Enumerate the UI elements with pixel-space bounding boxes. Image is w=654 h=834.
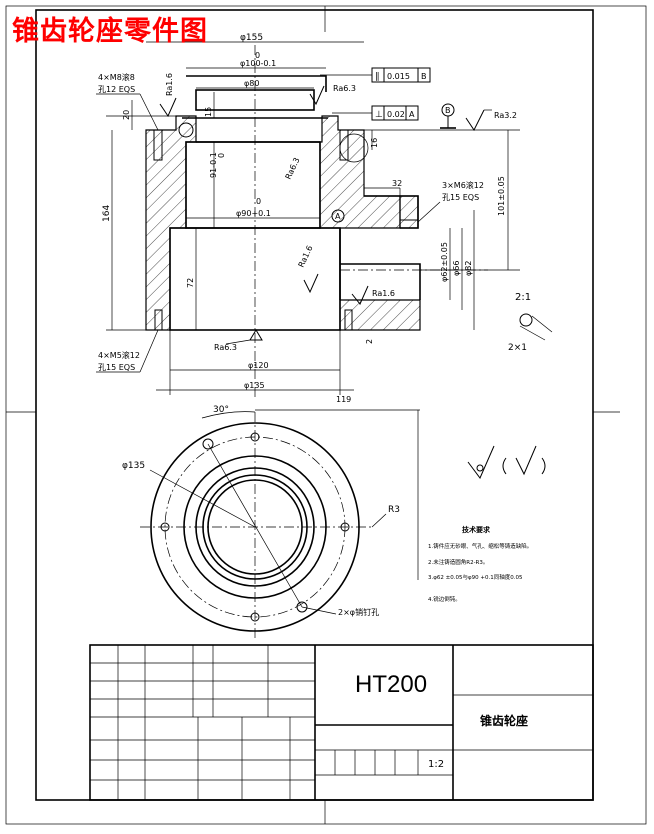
dim-164: 164 bbox=[102, 205, 112, 222]
dim-135-bottom: φ135 bbox=[244, 381, 265, 390]
dim-82: φ82 bbox=[464, 261, 473, 276]
note-holes-side-1: 3×M6滚12 bbox=[442, 180, 484, 190]
dim-90: φ90+0.1 bbox=[236, 209, 271, 218]
roughness-icon-1 bbox=[159, 97, 177, 118]
datum-b: B bbox=[445, 106, 451, 115]
dim-101: 101±0.05 bbox=[497, 176, 506, 216]
datum-a-circle bbox=[331, 209, 345, 223]
tol-value-2: 0.02 bbox=[387, 110, 405, 119]
note-holes-side-2: 孔15 EQS bbox=[442, 193, 479, 202]
dim-100-tol: 0 bbox=[255, 51, 260, 60]
plan-view-texts: φ135 30° R3 2×φ销钉孔 bbox=[122, 405, 400, 617]
tolerance-frames: ∥ 0.015 B ⊥ 0.02 A B A bbox=[320, 67, 456, 223]
note-holes-top-2: 孔12 EQS bbox=[98, 85, 135, 94]
tol-symbol-1: ∥ bbox=[375, 72, 380, 82]
dim-s: 2 bbox=[365, 339, 374, 344]
detail-view: 2:1 2×1 bbox=[508, 292, 553, 353]
dim-62: φ62±0.05 bbox=[440, 242, 449, 282]
roughness-icon-4 bbox=[303, 273, 319, 294]
dim-90-tol: 0 bbox=[256, 197, 261, 206]
dim-91-tol: 0 bbox=[217, 153, 226, 158]
roughness-ra16-right: Ra1.6 bbox=[372, 289, 395, 298]
dim-72: 72 bbox=[186, 278, 195, 288]
roughness-icon-6 bbox=[249, 329, 263, 341]
dim-100: φ100-0.1 bbox=[240, 59, 276, 68]
tol-value-1: 0.015 bbox=[387, 72, 410, 81]
dim-80: φ80 bbox=[244, 79, 259, 88]
roughness-ra16-left: Ra1.6 bbox=[165, 73, 174, 96]
dim-20: 20 bbox=[122, 110, 131, 120]
overall-roughness bbox=[467, 445, 546, 479]
dimension-texts: φ155 0 φ100-0.1 φ80 0 φ90+0.1 φ120 φ135 … bbox=[102, 33, 506, 404]
roughness-icon-5 bbox=[351, 285, 369, 305]
dim-66: φ66 bbox=[452, 261, 461, 276]
tech-requirements: 技术要求 1.铸件应无砂眼、气孔、缩松等铸造缺陷。 2.未注铸造圆角R2-R3。… bbox=[428, 525, 532, 603]
leader-notes: 4×M8滚8 孔12 EQS 4×M5滚12 孔15 EQS 3×M6滚12 孔… bbox=[96, 72, 484, 373]
tech-req-line-2: 2.未注铸造圆角R2-R3。 bbox=[428, 558, 488, 566]
tech-req-heading: 技术要求 bbox=[462, 525, 491, 534]
title-block: HT200 锥齿轮座 1:2 bbox=[89, 644, 594, 801]
tol-ref-2: A bbox=[409, 110, 415, 119]
dim-155: φ155 bbox=[240, 33, 263, 43]
note-pin-holes: 2×φ销钉孔 bbox=[338, 607, 379, 617]
tol-symbol-2: ⊥ bbox=[375, 110, 383, 120]
outer-circle bbox=[150, 422, 360, 632]
roughness-icon-3 bbox=[465, 109, 485, 131]
dim-120: φ120 bbox=[248, 361, 269, 370]
dim-32: 32 bbox=[392, 179, 402, 188]
tech-req-line-4: 4.锐边倒钝。 bbox=[428, 595, 461, 603]
material-label: HT200 bbox=[355, 671, 427, 698]
plan-view bbox=[140, 409, 420, 640]
dim-r3: R3 bbox=[388, 505, 400, 515]
note-holes-top-1: 4×M8滚8 bbox=[98, 72, 135, 82]
roughness-ra32: Ra3.2 bbox=[494, 111, 517, 120]
note-holes-bottom-1: 4×M5滚12 bbox=[98, 350, 140, 360]
dim-119: 119 bbox=[336, 395, 351, 404]
tol-ref-1: B bbox=[421, 72, 427, 81]
detail-chamfer: 2×1 bbox=[508, 343, 527, 353]
note-holes-bottom-2: 孔15 EQS bbox=[98, 363, 135, 372]
detail-scale: 2:1 bbox=[515, 292, 531, 303]
roughness-ra63-top: Ra6.3 bbox=[333, 84, 356, 93]
drawing-title: 锥齿轮座零件图 bbox=[12, 16, 208, 47]
dim-135-circle: φ135 bbox=[122, 461, 145, 471]
part-name: 锥齿轮座 bbox=[480, 713, 528, 728]
roughness-ra16-inner: Ra1.6 bbox=[297, 244, 315, 269]
bolt-pcd-circle bbox=[164, 436, 346, 618]
scale-label: 1:2 bbox=[428, 759, 444, 770]
roughness-ra63-bottom: Ra6.3 bbox=[214, 343, 237, 352]
datum-a: A bbox=[335, 212, 341, 221]
dim-30-angle: 30° bbox=[213, 405, 229, 415]
dim-91: 91-0.1 bbox=[209, 152, 218, 178]
dim-16: 16 bbox=[370, 138, 379, 148]
dimension-lines bbox=[111, 41, 509, 395]
roughness-icon-2 bbox=[309, 85, 325, 106]
roughness-ra63-mid: Ra6.3 bbox=[284, 156, 302, 181]
tech-req-line-1: 1.铸件应无砂眼、气孔、缩松等铸造缺陷。 bbox=[428, 542, 532, 550]
tech-req-line-3: 3.φ62 ±0.05与φ90 +0.1同轴度0.05 bbox=[428, 573, 523, 581]
section-view bbox=[106, 45, 520, 400]
dim-15: 15 bbox=[204, 107, 213, 117]
